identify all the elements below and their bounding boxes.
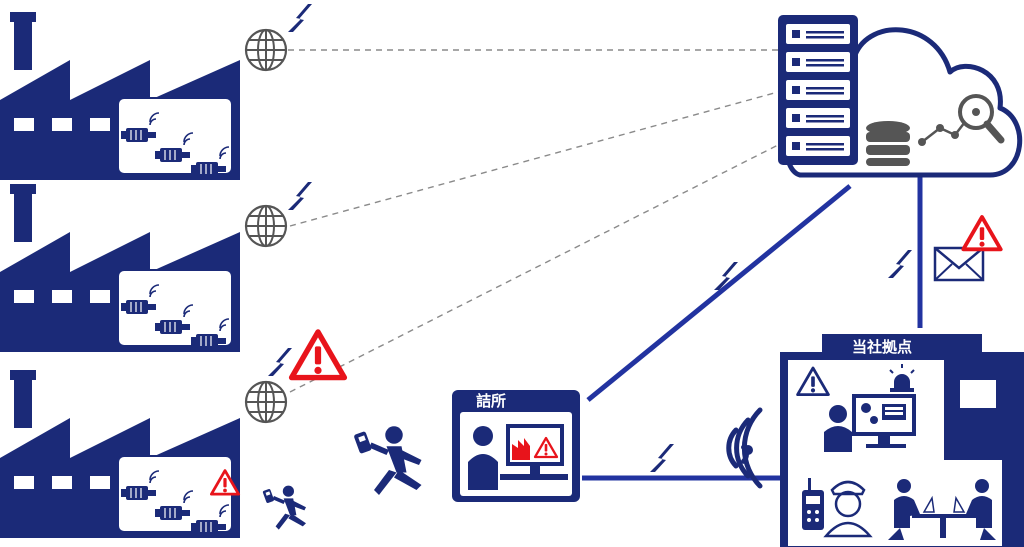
operator-monitor-icon: [824, 394, 916, 452]
warning-icon: [292, 332, 345, 378]
server-icon: [778, 15, 858, 165]
factory-1: [0, 12, 240, 180]
lightning-icon: [650, 444, 674, 472]
factory-icon: [0, 184, 240, 352]
running-worker-icon: [353, 426, 422, 495]
wireless-signal-icon: [726, 407, 763, 489]
running-worker-icon: [262, 485, 306, 530]
waiting-room-station: 詰所: [452, 390, 580, 502]
globe-icon: [244, 380, 288, 424]
radio-icon: [802, 478, 824, 530]
mail-icon: [933, 246, 985, 282]
factory-3: [0, 370, 240, 538]
meeting-icon: [888, 479, 996, 540]
factory-2: [0, 184, 240, 352]
lightning-icon: [288, 4, 312, 32]
analytics-search-icon: [918, 94, 1005, 146]
globe-icon: [244, 204, 288, 248]
company-base-label: 当社拠点: [852, 338, 912, 356]
globe-icon: [244, 28, 288, 72]
gear-icon: [861, 403, 878, 424]
warning-icon: [796, 366, 830, 396]
lightning-icon: [888, 250, 912, 278]
operator-monitor-icon: [468, 424, 568, 490]
lightning-icon: [268, 348, 292, 376]
database-icon: [866, 121, 910, 166]
warning-icon: [961, 215, 1003, 252]
alarm-lamp-icon: [889, 364, 915, 392]
operator-icon: [823, 480, 873, 538]
lightning-icon: [288, 182, 312, 210]
company-base: 当社拠点: [780, 334, 1024, 547]
internet-links: [288, 49, 779, 393]
waiting-room-label: 詰所: [476, 392, 506, 410]
factory-icon: [0, 370, 240, 538]
factory-icon: [0, 12, 240, 180]
